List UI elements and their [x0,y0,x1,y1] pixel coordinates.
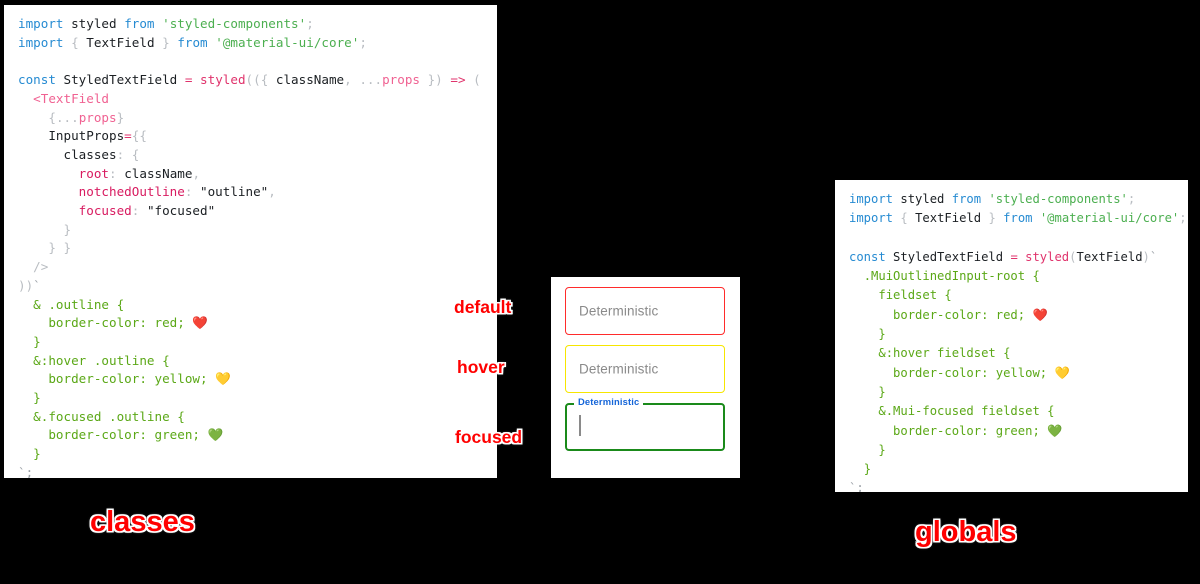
textfield-floating-label: Deterministic [574,396,644,408]
annotation-classes-title: classes [90,506,195,538]
annotation-hover: hover [457,357,505,377]
textfield-hover[interactable]: Deterministic [565,345,725,393]
annotation-globals-title: globals [915,516,1017,548]
textfield-hover-text: Deterministic [579,361,659,377]
code-panel-classes: import styled from 'styled-components'; … [4,5,497,478]
text-cursor-icon [579,415,581,436]
textfield-default[interactable]: Deterministic [565,287,725,335]
code-panel-globals: import styled from 'styled-components'; … [835,180,1188,492]
annotation-focused: focused [455,427,523,447]
textfield-default-text: Deterministic [579,303,659,319]
notched-outline [565,403,725,451]
code-block-globals: import styled from 'styled-components'; … [849,192,1187,492]
code-block-classes: import styled from 'styled-components'; … [18,16,481,478]
textfield-demo-panel: Deterministic Deterministic Deterministi… [551,277,740,478]
textfield-focused[interactable]: Deterministic [565,396,725,451]
annotation-default: default [454,297,512,317]
